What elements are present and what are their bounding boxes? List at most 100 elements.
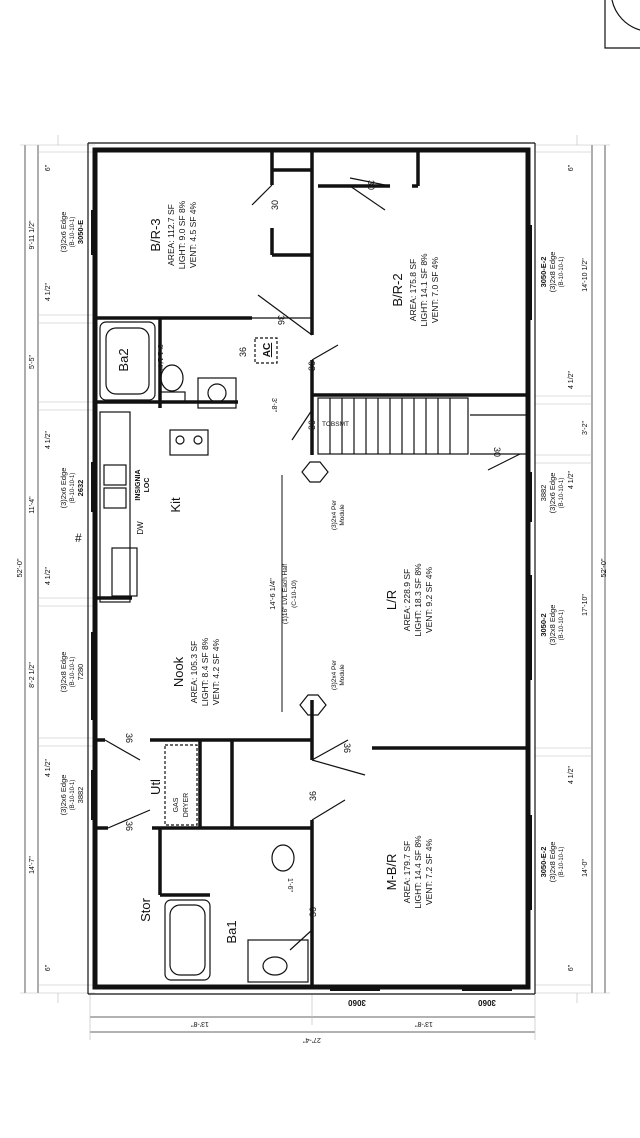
- svg-text:(B-10-10-1): (B-10-10-1): [70, 657, 76, 688]
- svg-text:3050-E: 3050-E: [76, 220, 85, 244]
- svg-text:(B-10-10-1): (B-10-10-1): [559, 847, 565, 878]
- bathtub-ba1: [164, 899, 211, 981]
- dryer: [164, 744, 198, 826]
- room-ba2: Ba2: [116, 348, 131, 371]
- left-note-1: (3)2x6 Edge (B-10-10-1) 3050-E: [59, 212, 85, 253]
- svg-text:6": 6": [568, 164, 575, 171]
- kitchen-sink: [103, 464, 127, 486]
- svg-text:3'-2": 3'-2": [582, 421, 589, 435]
- svg-text:36: 36: [342, 743, 352, 753]
- svg-text:17'-10": 17'-10": [582, 594, 589, 616]
- room-br2-area: AREA: 175.8 SF: [408, 259, 418, 321]
- svg-text:(B-10-10-1): (B-10-10-1): [559, 610, 565, 641]
- svg-text:7280: 7280: [76, 664, 85, 681]
- room-nook-area: AREA: 105.3 SF: [189, 641, 199, 703]
- svg-text:30: 30: [366, 180, 376, 190]
- svg-text:4 1/2": 4 1/2": [45, 430, 52, 449]
- svg-text:36: 36: [308, 907, 318, 917]
- svg-text:4 1/2": 4 1/2": [45, 566, 52, 585]
- beam-span: 14'-6 1/4": [268, 578, 277, 610]
- room-br2: B/R-2 AREA: 175.8 SF LIGHT: 14.1 SF 8% V…: [390, 253, 440, 327]
- door-swings: [104, 177, 521, 951]
- ac-box: [254, 337, 278, 364]
- left-dimensions: 6" 9'-11 1/2" 4 1/2" 5'-5" 4 1/2" 11'-4"…: [15, 164, 52, 971]
- room-mbr-name: M-B/R: [384, 854, 399, 891]
- room-mbr-vent: VENT: 7.2 SF 4%: [424, 838, 434, 905]
- room-mbr: M-B/R AREA: 179.7 SF LIGHT: 14.4 SF 8% V…: [384, 835, 434, 909]
- window-w1: 3060: [348, 998, 366, 1007]
- sink-ba2: [197, 377, 237, 409]
- svg-text:5'-5": 5'-5": [29, 355, 36, 369]
- svg-text:9'-11 1/2": 9'-11 1/2": [29, 220, 36, 250]
- svg-text:36: 36: [124, 821, 134, 831]
- svg-text:4 1/2": 4 1/2": [45, 282, 52, 301]
- svg-text:(3)2x8 Edge: (3)2x8 Edge: [59, 652, 68, 693]
- room-nook-light: LIGHT: 8.4 SF 8%: [200, 637, 210, 706]
- svg-text:36: 36: [124, 733, 134, 743]
- svg-text:(3)2x8 Edge: (3)2x8 Edge: [548, 605, 557, 646]
- svg-text:3050-2: 3050-2: [539, 613, 548, 636]
- svg-text:(3)2x6 Edge: (3)2x6 Edge: [548, 473, 557, 514]
- svg-text:36: 36: [238, 347, 248, 357]
- bottom-dim-right: 13'-8": [415, 1020, 433, 1027]
- svg-text:11'-4": 11'-4": [29, 496, 36, 514]
- svg-text:(3)2x6 Edge: (3)2x6 Edge: [59, 212, 68, 253]
- svg-text:36: 36: [276, 315, 286, 325]
- svg-text:30: 30: [307, 420, 317, 430]
- svg-text:Module: Module: [339, 504, 346, 526]
- corner-mark: #: [75, 531, 82, 545]
- svg-text:3050-E-2: 3050-E-2: [539, 847, 548, 878]
- toilet-ba2: [160, 364, 184, 392]
- svg-text:(3)2x6 Edge: (3)2x6 Edge: [59, 775, 68, 816]
- left-note-2: (3)2x6 Edge (B-10-10-1) 2632: [59, 468, 85, 509]
- dryer-label: DRYER: [183, 793, 190, 817]
- svg-text:4 1/2": 4 1/2": [568, 470, 575, 489]
- svg-text:4 1/2": 4 1/2": [568, 765, 575, 784]
- sink-ba1: [247, 939, 309, 983]
- svg-text:6": 6": [568, 964, 575, 971]
- svg-text:14'-10 1/2": 14'-10 1/2": [582, 258, 589, 292]
- svg-text:2632: 2632: [76, 480, 85, 497]
- svg-text:(3)2x4 Per: (3)2x4 Per: [331, 659, 338, 690]
- right-note-2: 3882 (3)2x6 Edge (B-10-10-1): [539, 473, 565, 514]
- hall-dim: 3'-8": [270, 398, 277, 412]
- svg-text:(B-10-10-1): (B-10-10-1): [70, 780, 76, 811]
- svg-text:3050-E-2: 3050-E-2: [539, 257, 548, 288]
- interior-walls: [95, 150, 528, 987]
- room-lr-area: AREA: 228.9 SF: [402, 569, 412, 631]
- beam-spec: (1)16" LVL Each Half: [282, 564, 289, 624]
- svg-text:Module: Module: [339, 664, 346, 686]
- room-mbr-light: LIGHT: 14.4 SF 8%: [413, 835, 423, 909]
- svg-text:(B-10-10-1): (B-10-10-1): [70, 473, 76, 504]
- room-br3: B/R-3 AREA: 112.7 SF LIGHT: 9.0 SF 8% VE…: [148, 200, 198, 269]
- room-nook: Nook AREA: 105.3 SF LIGHT: 8.4 SF 8% VEN…: [171, 637, 221, 706]
- kitchen-counter: [99, 411, 131, 603]
- svg-text:30: 30: [492, 447, 502, 457]
- post-marker-bottom: [299, 694, 327, 716]
- svg-text:14'-7": 14'-7": [29, 856, 36, 874]
- room-lr-name: L/R: [384, 590, 399, 610]
- ba1-dim: 1'-6": [286, 878, 293, 892]
- toilet-ba1: [271, 844, 295, 872]
- post-note-2: (3)2x4 Per Module: [331, 659, 346, 690]
- room-kit: Kit: [168, 497, 183, 513]
- stamp-corner: [604, 0, 640, 49]
- right-note-1: 3050-E-2 (3)2x8 Edge (B-10-10-1): [539, 252, 565, 293]
- ba2-dim: 3'-1 1/4": [156, 344, 163, 370]
- fixtures: [99, 317, 312, 983]
- room-nook-vent: VENT: 4.2 SF 4%: [211, 638, 221, 705]
- right-note-3: 3050-2 (3)2x8 Edge (B-10-10-1): [539, 605, 565, 646]
- ac-label: AC: [262, 343, 273, 357]
- bathtub-ba2: [99, 321, 156, 401]
- svg-text:(B-10-10-1): (B-10-10-1): [70, 217, 76, 248]
- left-note-3: (3)2x8 Edge (B-10-10-1) 7280: [59, 652, 85, 693]
- room-br2-light: LIGHT: 14.1 SF 8%: [419, 253, 429, 327]
- svg-text:3882: 3882: [76, 787, 85, 804]
- room-ba1: Ba1: [224, 920, 239, 943]
- bottom-dim-total: 27'-4": [303, 1036, 321, 1043]
- window-w2: 3060: [478, 998, 496, 1007]
- room-utl: Utl: [148, 779, 163, 795]
- svg-text:(3)2x8 Edge: (3)2x8 Edge: [548, 842, 557, 883]
- svg-text:8'-2 1/2": 8'-2 1/2": [29, 662, 36, 688]
